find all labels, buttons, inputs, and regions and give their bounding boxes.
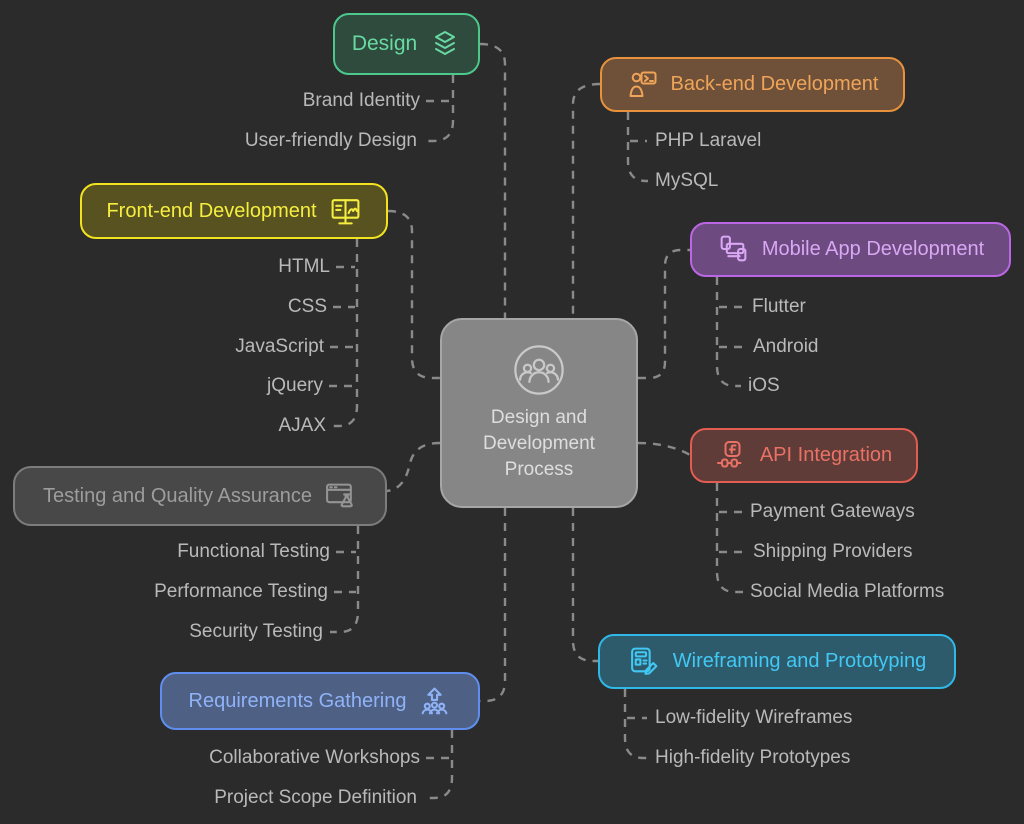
node-backend-label: Back-end Development <box>670 73 879 95</box>
child-low-fidelity-wireframes[interactable]: Low-fidelity Wireframes <box>655 707 853 728</box>
child-brand-identity[interactable]: Brand Identity <box>302 90 420 111</box>
connector-mobile-center <box>638 248 690 380</box>
node-backend-development[interactable]: Back-end Development <box>600 57 905 112</box>
child-social-media-platforms[interactable]: Social Media Platforms <box>750 581 945 602</box>
child-php-laravel[interactable]: PHP Laravel <box>655 130 762 151</box>
node-design-label: Design <box>351 32 418 55</box>
node-frontend-label: Front-end Development <box>106 199 317 222</box>
node-wireframing-and-prototyping[interactable]: Wireframing and Prototyping <box>598 634 956 689</box>
node-wireframing-label: Wireframing and Prototyping <box>672 650 927 672</box>
child-css[interactable]: CSS <box>287 296 327 317</box>
node-testing-and-qa[interactable]: Testing and Quality Assurance <box>13 466 387 526</box>
node-requirements-gathering[interactable]: Requirements Gathering <box>160 672 480 730</box>
child-flutter[interactable]: Flutter <box>752 296 806 317</box>
node-design[interactable]: Design <box>333 13 480 75</box>
browser-flask-icon <box>324 480 357 513</box>
node-mobile-app-development[interactable]: Mobile App Development <box>690 222 1011 277</box>
devices-icon <box>717 233 750 266</box>
child-collaborative-workshops[interactable]: Collaborative Workshops <box>209 747 420 768</box>
child-html[interactable]: HTML <box>278 256 330 277</box>
team-people-icon <box>512 343 566 397</box>
node-frontend-development[interactable]: Front-end Development <box>80 183 388 239</box>
connector-mobile-children <box>715 277 741 388</box>
connector-design-children <box>425 75 455 143</box>
connector-requirements-children <box>424 730 454 800</box>
child-android[interactable]: Android <box>753 336 819 357</box>
connector-frontend-children <box>332 239 359 428</box>
developer-terminal-icon <box>627 69 659 101</box>
child-project-scope-definition[interactable]: Project Scope Definition <box>214 787 417 808</box>
node-requirements-label: Requirements Gathering <box>188 689 407 712</box>
design-layers-icon <box>429 28 461 60</box>
connector-frontend-center <box>387 209 440 380</box>
child-functional-testing[interactable]: Functional Testing <box>177 541 330 562</box>
people-growth-icon <box>418 685 451 718</box>
child-jquery[interactable]: jQuery <box>267 375 323 396</box>
child-security-testing[interactable]: Security Testing <box>189 621 323 642</box>
connector-backend-children <box>626 112 648 183</box>
connector-api-children <box>715 483 743 594</box>
monitor-code-icon <box>329 195 362 228</box>
connector-wireframing-center <box>571 508 598 663</box>
child-shipping-providers[interactable]: Shipping Providers <box>753 541 913 562</box>
center-node-design-and-development-process[interactable]: Design and Development Process <box>440 318 638 508</box>
child-mysql[interactable]: MySQL <box>655 170 719 191</box>
connector-api-center <box>637 441 691 457</box>
child-user-friendly-design[interactable]: User-friendly Design <box>244 130 417 151</box>
connector-wireframing-children <box>623 689 648 760</box>
child-payment-gateways[interactable]: Payment Gateways <box>750 501 915 522</box>
node-api-integration[interactable]: API Integration <box>690 428 918 483</box>
connector-design-center <box>479 42 507 318</box>
node-mobile-label: Mobile App Development <box>761 238 985 260</box>
connector-requirements-center <box>480 508 507 703</box>
child-javascript[interactable]: JavaScript <box>235 336 324 357</box>
wireframe-pencil-icon <box>628 645 661 678</box>
node-api-label: API Integration <box>759 444 893 466</box>
center-node-title: Design and Development Process <box>483 407 595 480</box>
connector-testing-center <box>386 441 441 493</box>
node-testing-label: Testing and Quality Assurance <box>42 484 313 507</box>
child-ios[interactable]: iOS <box>748 375 780 396</box>
child-high-fidelity-prototypes[interactable]: High-fidelity Prototypes <box>655 747 851 768</box>
connector-testing-children <box>330 526 360 634</box>
social-api-plug-icon <box>716 440 748 472</box>
connector-backend-center <box>571 82 601 318</box>
child-performance-testing[interactable]: Performance Testing <box>154 581 328 602</box>
child-ajax[interactable]: AJAX <box>278 415 326 436</box>
